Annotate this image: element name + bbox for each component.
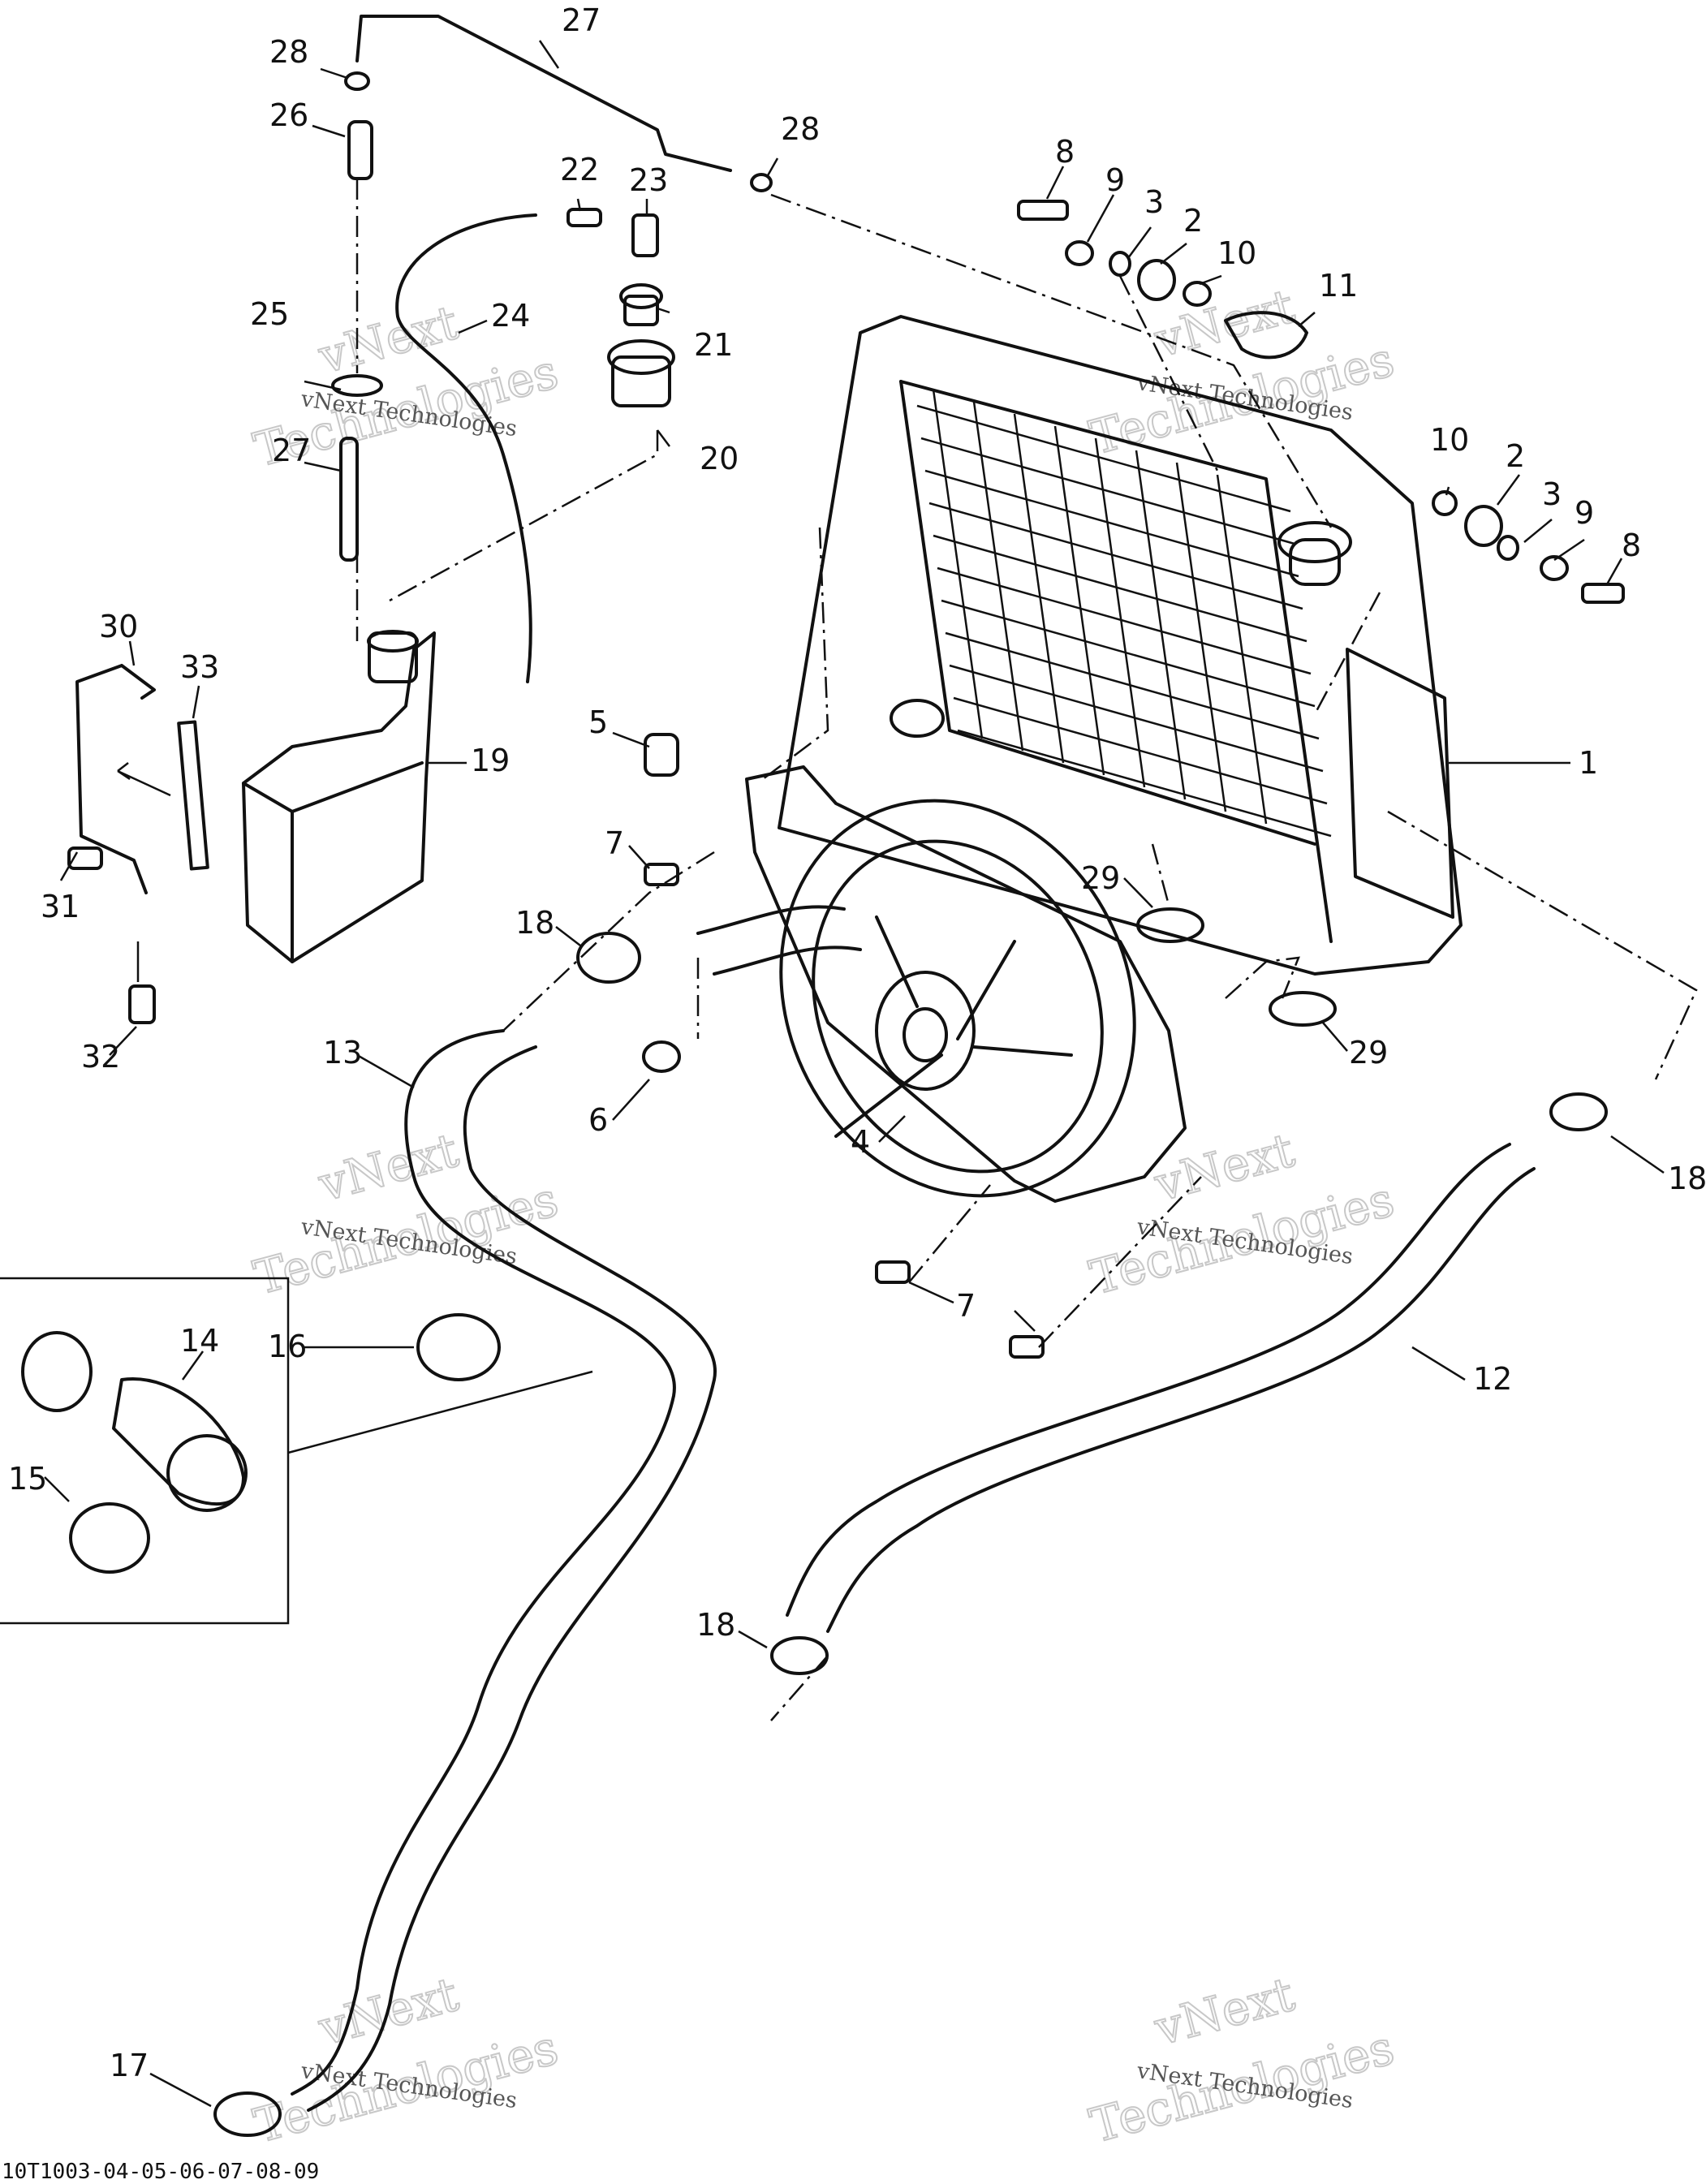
watermark-vnext-word: vNext: [1148, 1966, 1300, 2057]
reservoir-bracket: [75, 664, 156, 894]
callout-9: 9: [1105, 162, 1125, 198]
lower-hose-13: [291, 1029, 676, 2096]
callout-29: 29: [1349, 1035, 1388, 1070]
clamp-18-right: [1549, 1092, 1608, 1131]
filler-neck: [1289, 538, 1341, 586]
watermark-group-top-right: vNext Technologies vNext Technologies: [1083, 278, 1400, 467]
callout-16: 16: [268, 1329, 307, 1364]
callout-3: 3: [1144, 184, 1164, 220]
hose-joiner-14: [112, 1377, 248, 1512]
callout-8: 8: [1622, 528, 1641, 563]
inset-box: [0, 1277, 290, 1625]
callout-3: 3: [1542, 476, 1562, 512]
callout-24: 24: [491, 298, 530, 334]
watermark-vnext-word: vNext: [312, 295, 464, 385]
callout-11: 11: [1319, 268, 1358, 304]
callout-18: 18: [515, 905, 554, 941]
callout-31: 31: [41, 889, 80, 924]
callout-28: 28: [269, 34, 308, 70]
callout-26: 26: [269, 97, 308, 133]
gasket-strip: [177, 720, 209, 871]
clamp-18-upper: [576, 932, 641, 984]
callout-10: 10: [1430, 422, 1469, 458]
watermark-group-mid-right: vNext Technologies vNext Technologies: [1083, 1122, 1400, 1307]
callout-18: 18: [1668, 1161, 1706, 1196]
callout-1: 1: [1579, 745, 1598, 781]
clamp-15-bottom: [69, 1502, 150, 1574]
watermark-vnext-word: vNext: [312, 1122, 464, 1213]
watermark-group-bottom-right: vNext Technologies vNext Technologies: [1083, 1966, 1400, 2155]
callout-labels: 27 28 26 28 22 23 8 9 3 2 10 11 24 21 25…: [8, 2, 1706, 2083]
callout-7: 7: [605, 825, 624, 861]
callout-5: 5: [588, 704, 608, 740]
dash-lines: [355, 179, 1698, 1721]
callout-27: 27: [562, 2, 601, 38]
coolant-reservoir: [242, 630, 436, 963]
callout-19: 19: [471, 743, 510, 778]
callout-12: 12: [1473, 1361, 1512, 1397]
callout-8: 8: [1055, 134, 1075, 170]
clamp-17: [213, 2091, 282, 2137]
callout-21: 21: [694, 327, 733, 363]
return-hose-12-outline: [826, 1167, 1536, 1633]
clamp-18-lower: [770, 1636, 829, 1675]
diagram-reference-code: 10T1003-04-05-06-07-08-09: [2, 2160, 319, 2184]
callout-7: 7: [956, 1288, 976, 1324]
callout-15: 15: [8, 1461, 47, 1497]
callout-18: 18: [696, 1607, 735, 1643]
callout-2: 2: [1183, 203, 1203, 239]
callout-14: 14: [180, 1323, 219, 1359]
callout-29: 29: [1081, 860, 1120, 896]
callout-9: 9: [1575, 495, 1594, 531]
callout-13: 13: [323, 1035, 362, 1070]
callout-23: 23: [629, 162, 668, 198]
callout-2: 2: [1506, 438, 1525, 474]
return-hose-12: [786, 1143, 1511, 1617]
callout-28: 28: [781, 111, 820, 147]
watermark-vnext-word: vNext: [1148, 1122, 1300, 1213]
callout-27: 27: [272, 433, 311, 468]
lower-hose-13-outline: [307, 1045, 717, 2112]
callout-22: 22: [560, 152, 599, 187]
callout-10: 10: [1217, 235, 1256, 271]
hardware: [67, 71, 1625, 1359]
callout-20: 20: [700, 441, 739, 476]
leader-lines: [44, 40, 1665, 2108]
callout-6: 6: [588, 1102, 608, 1138]
vent-hose: [355, 15, 732, 172]
callout-32: 32: [81, 1039, 120, 1075]
callout-30: 30: [99, 609, 138, 644]
clamp-16: [416, 1313, 501, 1381]
cooling-fan: [696, 765, 1187, 1203]
callout-17: 17: [110, 2048, 149, 2083]
callout-4: 4: [851, 1124, 870, 1160]
watermark-group-bottom-left: vNext Technologies vNext Technologies: [248, 1966, 564, 2155]
clamp-15-top: [21, 1331, 93, 1412]
callout-33: 33: [180, 649, 219, 685]
callout-25: 25: [250, 296, 289, 332]
overflow-hose: [395, 213, 537, 683]
radiator: [778, 315, 1463, 976]
